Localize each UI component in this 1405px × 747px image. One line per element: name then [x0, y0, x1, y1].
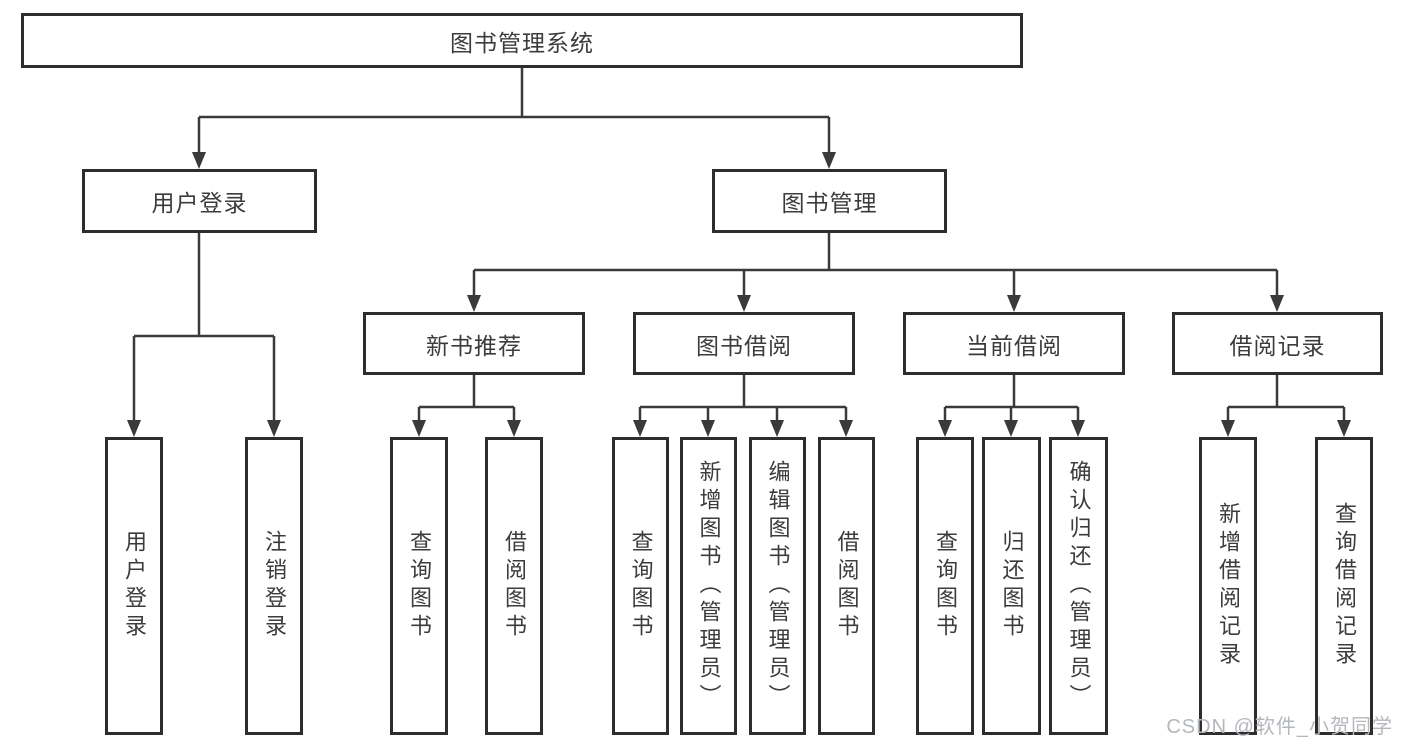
node-leaf-query-borrow-record: 查询借阅记录 [1315, 437, 1373, 735]
node-leaf-current-query-book: 查询图书 [916, 437, 974, 735]
leaf-label: 注销登录 [262, 530, 287, 642]
leaf-label: 编辑图书（管理员） [765, 460, 791, 712]
node-leaf-borrow-book: 借阅图书 [818, 437, 875, 735]
tree-edges [132, 68, 1346, 430]
node-leaf-borrow-query-book: 查询图书 [612, 437, 669, 735]
leaf-label: 用户登录 [122, 530, 147, 642]
node-book-management-group: 图书管理 [712, 169, 947, 233]
leaf-label: 查询图书 [628, 530, 654, 642]
node-leaf-confirm-return-admin: 确认归还（管理员） [1049, 437, 1108, 735]
node-leaf-logout: 注销登录 [245, 437, 303, 735]
node-leaf-add-borrow-record: 新增借阅记录 [1199, 437, 1257, 735]
node-book-borrow: 图书借阅 [633, 312, 855, 375]
node-root: 图书管理系统 [21, 13, 1023, 68]
node-leaf-edit-book-admin: 编辑图书（管理员） [749, 437, 806, 735]
node-leaf-recommend-query-book: 查询图书 [390, 437, 448, 735]
node-borrow-records: 借阅记录 [1172, 312, 1383, 375]
node-leaf-add-book-admin: 新增图书（管理员） [680, 437, 737, 735]
leaf-label: 新增借阅记录 [1216, 502, 1241, 670]
node-leaf-recommend-borrow-book: 借阅图书 [485, 437, 543, 735]
leaf-label: 归还图书 [999, 530, 1025, 642]
leaf-label: 新增图书（管理员） [696, 460, 722, 712]
csdn-watermark: CSDN @软件_小贺同学 [1166, 716, 1393, 738]
leaf-label: 确认归还（管理员） [1066, 460, 1092, 712]
node-user-login-group: 用户登录 [82, 169, 317, 233]
leaf-label: 查询借阅记录 [1332, 502, 1357, 670]
node-new-book-recommend: 新书推荐 [363, 312, 585, 375]
leaf-label: 查询图书 [407, 530, 432, 642]
leaf-label: 借阅图书 [502, 530, 527, 642]
leaf-label: 借阅图书 [834, 530, 860, 642]
leaf-label: 查询图书 [933, 530, 958, 642]
node-current-borrow: 当前借阅 [903, 312, 1125, 375]
node-leaf-user-login: 用户登录 [105, 437, 163, 735]
node-leaf-return-book: 归还图书 [982, 437, 1041, 735]
